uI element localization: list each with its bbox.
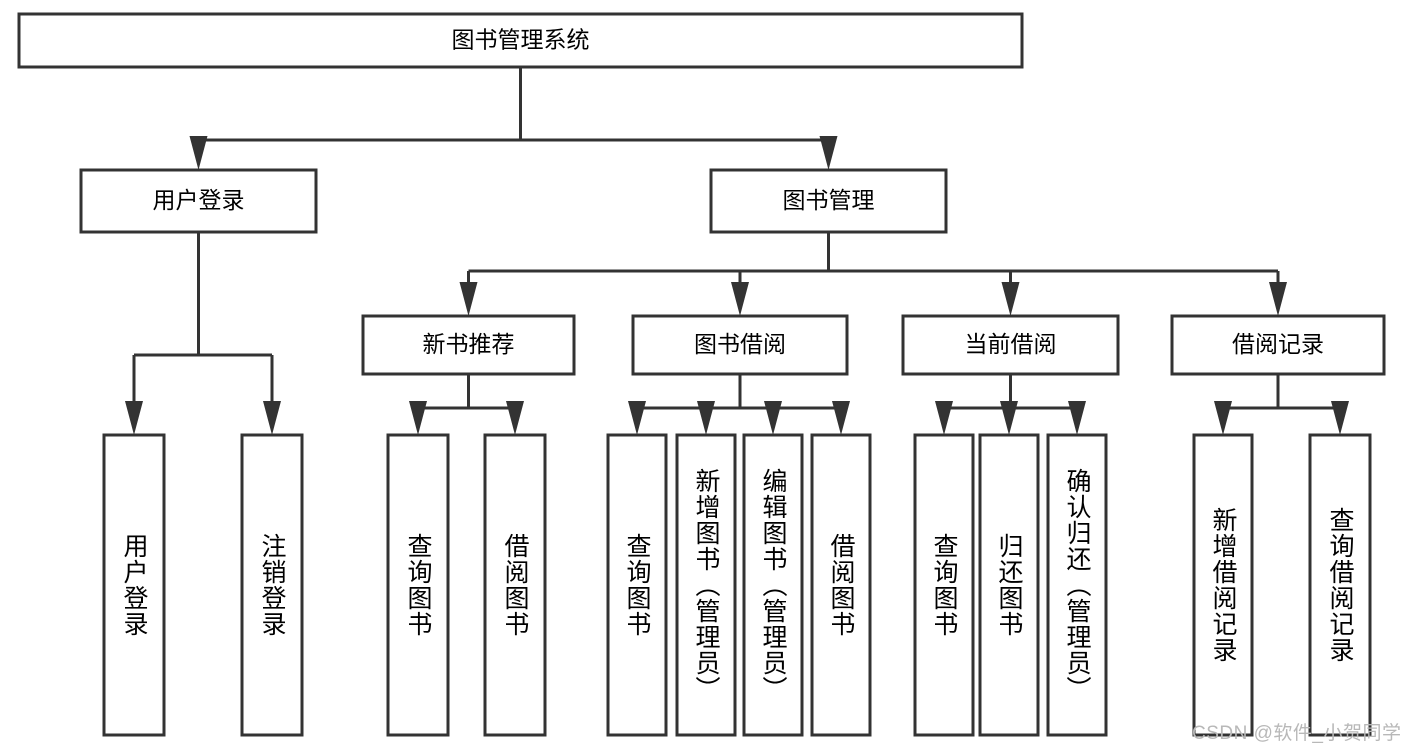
csdn-watermark: CSDN @软件_小贺同学 — [1192, 723, 1402, 744]
node-box-root[interactable] — [17, 12, 1024, 69]
node-box-leaf-return-book[interactable] — [978, 433, 1040, 737]
node-label-borrow-record: 借阅记录 — [1232, 331, 1324, 357]
arrow-head-icon — [459, 282, 478, 316]
arrow-head-icon — [506, 401, 524, 435]
arrow-head-icon — [1001, 282, 1020, 316]
node-box-book-borrow[interactable] — [631, 314, 849, 376]
node-label-user-login: 用户登录 — [153, 187, 245, 213]
arrow-head-icon — [189, 136, 208, 170]
node-box-borrow-record[interactable] — [1170, 314, 1386, 376]
arrow-head-icon — [731, 282, 749, 316]
connector-layer — [125, 67, 1349, 435]
node-box-leaf-query-borrow-record[interactable] — [1308, 433, 1372, 737]
box-layer — [17, 12, 1386, 737]
arrow-head-icon — [1331, 401, 1349, 435]
arrow-head-icon — [764, 401, 782, 435]
node-box-leaf-query-book-1[interactable] — [386, 433, 450, 737]
arrow-head-icon — [125, 401, 143, 435]
arrow-head-icon — [1000, 401, 1018, 435]
node-box-leaf-add-book[interactable] — [675, 433, 737, 737]
node-box-leaf-add-borrow-record[interactable] — [1192, 433, 1254, 737]
arrow-head-icon — [1269, 282, 1287, 316]
arrow-head-icon — [263, 401, 281, 435]
node-box-leaf-edit-book[interactable] — [742, 433, 804, 737]
node-box-new-book-recommend[interactable] — [361, 314, 576, 376]
node-box-current-borrow[interactable] — [901, 314, 1120, 376]
node-box-leaf-borrow-book-2[interactable] — [810, 433, 872, 737]
node-label-current-borrow: 当前借阅 — [965, 331, 1057, 357]
node-box-user-login[interactable] — [79, 168, 318, 234]
arrow-head-icon — [832, 401, 850, 435]
node-label-book-borrow: 图书借阅 — [694, 331, 786, 357]
node-label-new-book-recommend: 新书推荐 — [423, 331, 515, 357]
node-box-leaf-logout-login[interactable] — [240, 433, 304, 737]
arrow-head-icon — [935, 401, 953, 435]
node-box-leaf-borrow-book-1[interactable] — [483, 433, 547, 737]
node-box-leaf-user-login[interactable] — [102, 433, 166, 737]
node-box-leaf-confirm-return[interactable] — [1046, 433, 1108, 737]
arrow-head-icon — [1068, 401, 1086, 435]
arrow-head-icon — [409, 401, 427, 435]
node-box-leaf-query-book-2[interactable] — [606, 433, 668, 737]
node-label-root: 图书管理系统 — [452, 27, 590, 53]
node-label-book-manage: 图书管理 — [783, 187, 875, 213]
arrow-head-icon — [697, 401, 715, 435]
node-box-leaf-query-book-3[interactable] — [913, 433, 975, 737]
arrow-head-icon — [1214, 401, 1232, 435]
arrow-head-icon — [819, 136, 838, 170]
arrow-head-icon — [628, 401, 646, 435]
node-box-book-manage[interactable] — [709, 168, 948, 234]
